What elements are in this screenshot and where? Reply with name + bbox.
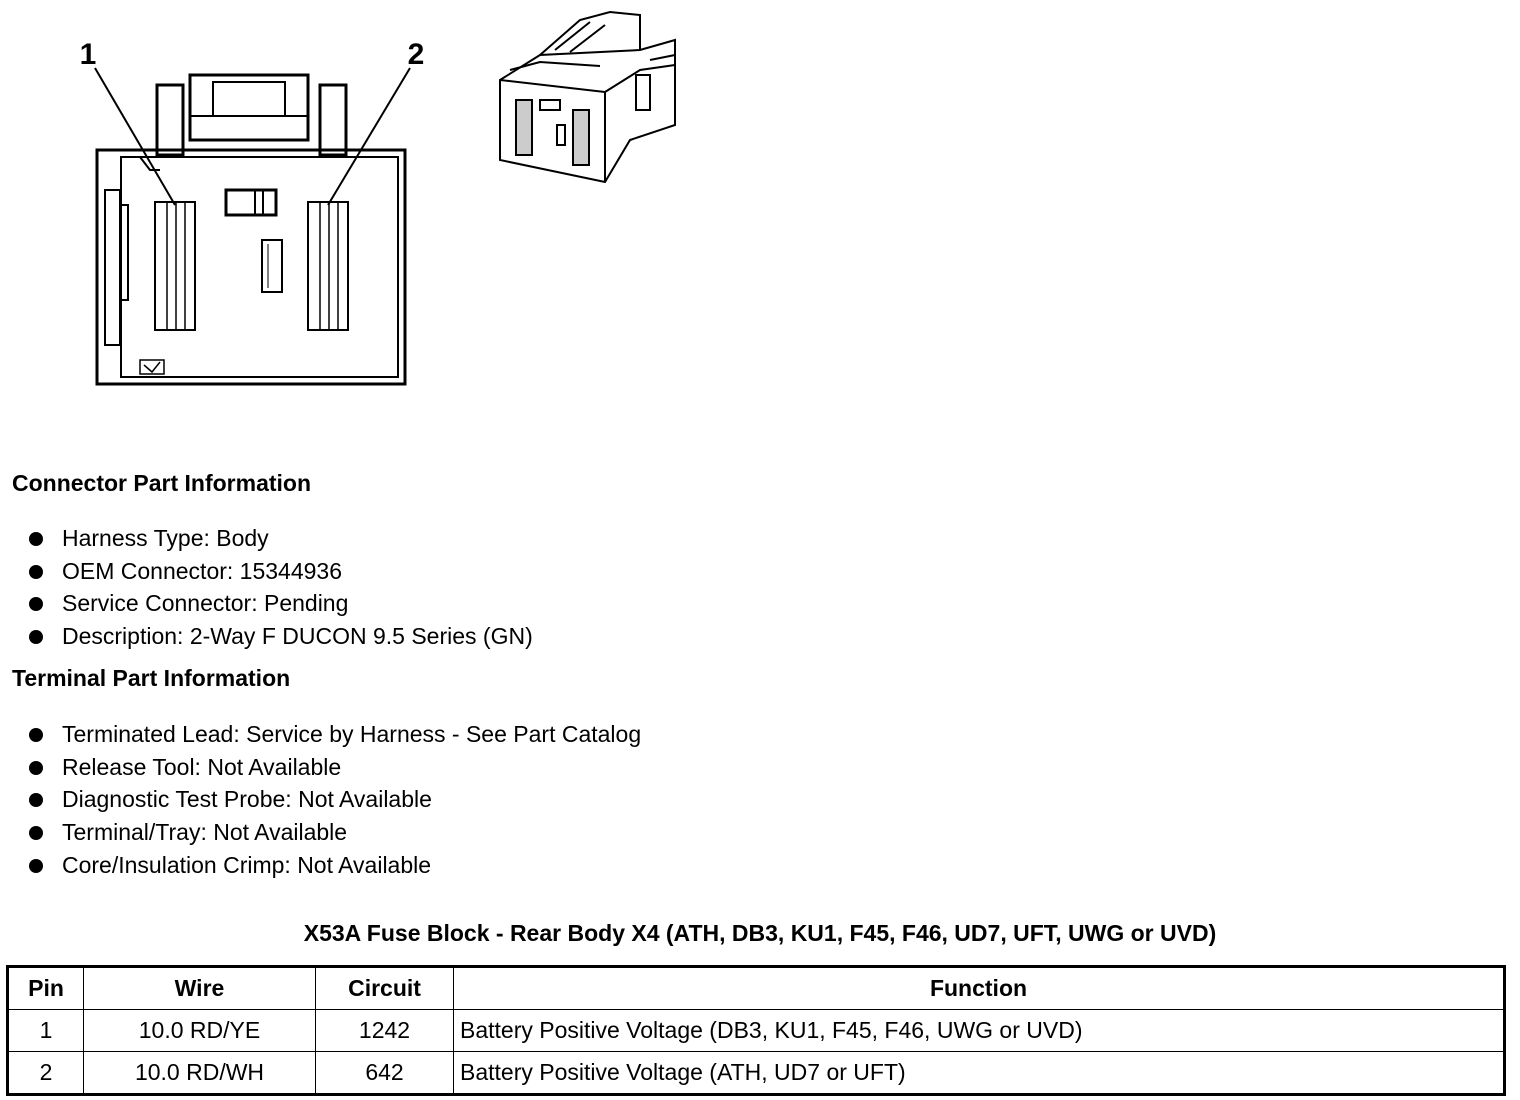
callout-1: 1	[80, 38, 97, 71]
connector-face-view	[94, 67, 411, 386]
connector-info-list: Harness Type: Body OEM Connector: 153449…	[0, 522, 533, 653]
pin-table-title: X53A Fuse Block - Rear Body X4 (ATH, DB3…	[303, 920, 1217, 946]
list-item: Harness Type: Body	[0, 522, 533, 555]
cell-circuit: 1242	[315, 1009, 454, 1052]
terminal-info-list: Terminated Lead: Service by Harness - Se…	[0, 718, 641, 881]
list-item-text: Diagnostic Test Probe: Not Available	[62, 786, 432, 813]
bullet-icon	[29, 532, 43, 546]
cell-pin: 2	[7, 1051, 84, 1095]
connector-isometric-view	[499, 10, 676, 184]
bullet-icon	[29, 630, 43, 645]
cell-wire: 10.0 RD/WH	[83, 1051, 316, 1095]
cell-pin: 1	[7, 1009, 84, 1052]
cell-function: Battery Positive Voltage (ATH, UD7 or UF…	[453, 1051, 1505, 1095]
list-item: Description: 2-Way F DUCON 9.5 Series (G…	[0, 620, 533, 653]
header-pin: Pin	[7, 966, 84, 1010]
list-item-text: Release Tool: Not Available	[62, 753, 342, 780]
list-item: Terminal/Tray: Not Available	[0, 816, 641, 849]
bullet-icon	[29, 826, 43, 841]
list-item: Diagnostic Test Probe: Not Available	[0, 783, 641, 816]
list-item: Core/Insulation Crimp: Not Available	[0, 849, 641, 882]
cell-wire: 10.0 RD/YE	[83, 1009, 316, 1052]
connector-info-heading: Connector Part Information	[12, 470, 312, 496]
table-row: 1 10.0 RD/YE 1242 Battery Positive Volta…	[7, 1009, 1505, 1052]
bullet-icon	[29, 793, 43, 808]
list-item: OEM Connector: 15344936	[0, 555, 533, 588]
bullet-icon	[29, 760, 43, 775]
list-item: Terminated Lead: Service by Harness - Se…	[0, 718, 641, 751]
list-item-text: Service Connector: Pending	[62, 590, 349, 617]
list-item-text: OEM Connector: 15344936	[62, 557, 343, 584]
terminal-info-heading: Terminal Part Information	[12, 665, 291, 691]
list-item: Service Connector: Pending	[0, 587, 533, 620]
cell-circuit: 642	[315, 1051, 454, 1095]
pin-table: Pin Wire Circuit Function 1 10.0 RD/YE 1…	[6, 965, 1506, 1096]
header-circuit: Circuit	[315, 966, 454, 1010]
list-item-text: Terminated Lead: Service by Harness - Se…	[62, 721, 642, 747]
table-row: 2 10.0 RD/WH 642 Battery Positive Voltag…	[7, 1051, 1505, 1095]
list-item: Release Tool: Not Available	[0, 751, 641, 784]
cell-function: Battery Positive Voltage (DB3, KU1, F45,…	[453, 1009, 1505, 1052]
connector-diagram: 1 2	[80, 10, 676, 386]
list-item-text: Terminal/Tray: Not Available	[62, 819, 348, 846]
bullet-icon	[29, 564, 43, 579]
table-header-row: Pin Wire Circuit Function	[7, 966, 1505, 1010]
bullet-icon	[29, 858, 43, 873]
list-item-text: Harness Type: Body	[62, 525, 269, 551]
bullet-icon	[29, 728, 43, 742]
header-function: Function	[453, 966, 1505, 1010]
header-wire: Wire	[83, 966, 316, 1010]
list-item-text: Description: 2-Way F DUCON 9.5 Series (G…	[62, 623, 533, 650]
list-item-text: Core/Insulation Crimp: Not Available	[62, 851, 432, 878]
bullet-icon	[29, 597, 43, 612]
callout-2: 2	[408, 38, 425, 71]
